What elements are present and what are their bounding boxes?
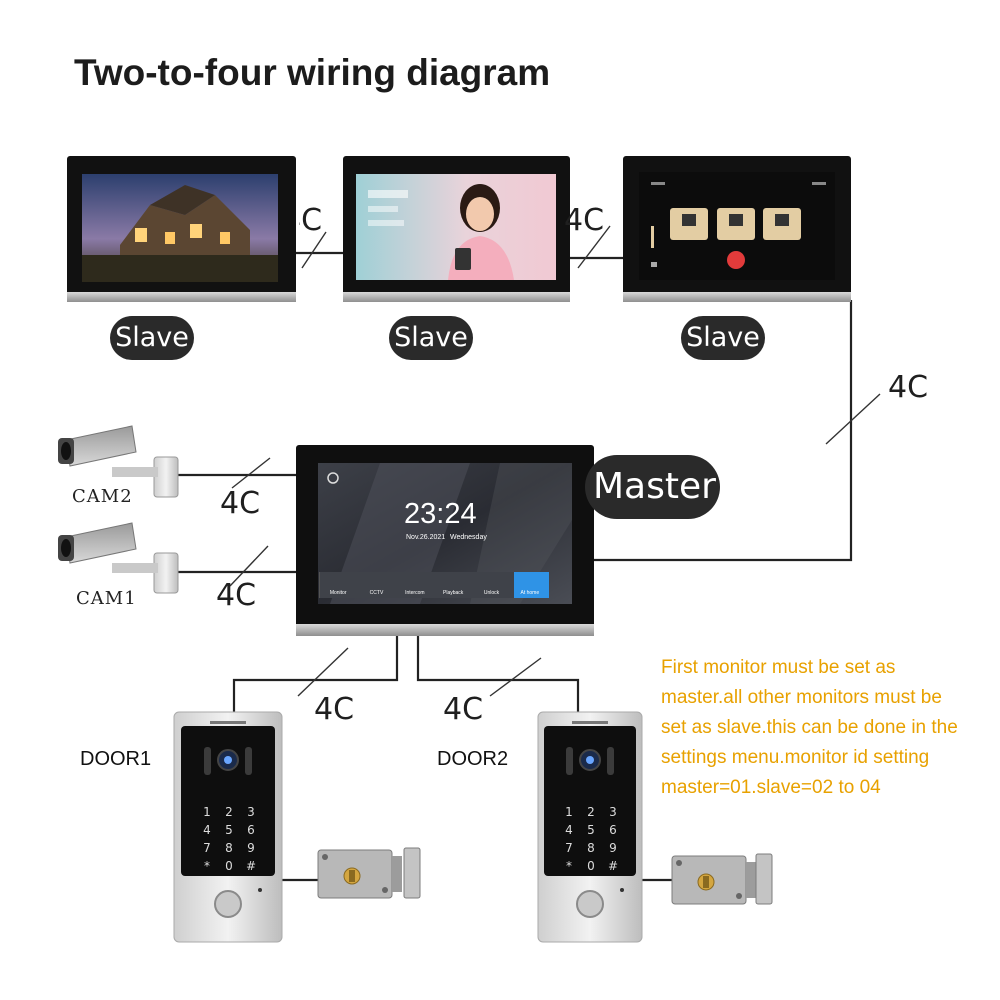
slave-pill-3: Slave (681, 316, 765, 360)
master-menu-item: CCTV (369, 590, 384, 596)
door-station-2 (537, 711, 643, 943)
slave-monitor-1 (67, 156, 296, 302)
note-line-2: master.all other monitors must be (661, 687, 942, 708)
diagram-title: Two-to-four wiring diagram (74, 52, 551, 93)
keypad-key: 5 (225, 823, 233, 837)
setup-note: First monitor must be set as master.all … (661, 653, 991, 803)
keypad-key: 9 (247, 841, 255, 855)
master-pill: Master (585, 455, 720, 519)
master-menu-item: Unlock (483, 590, 500, 596)
wire-label-cam2: 4C (220, 486, 261, 521)
wire-label-slave2-slave3: 4C (564, 203, 605, 238)
keypad-key: 9 (609, 841, 617, 855)
keypad-key: 4 (565, 823, 573, 837)
slave-pill-1: Slave (110, 316, 194, 360)
wire-label-door2: 4C (443, 692, 484, 727)
keypad-key: 2 (587, 805, 595, 819)
note-line-1: First monitor must be set as (661, 657, 896, 678)
keypad-key: * (204, 859, 210, 873)
keypad-key: 6 (609, 823, 617, 837)
master-menu-item: Playback (443, 590, 464, 596)
keypad-key: 1 (565, 805, 573, 819)
wire-slave3-master (594, 300, 853, 562)
keypad-key: 7 (203, 841, 211, 855)
wire-label-slave1-slave2: 4C (282, 203, 323, 238)
keypad-key: 0 (225, 859, 233, 873)
master-monitor (296, 445, 594, 636)
wire-master-door2 (416, 636, 580, 712)
electric-lock-1 (317, 847, 421, 899)
door-station-1 (173, 711, 283, 943)
wire-label-slave3-master: 4C (888, 370, 929, 405)
master-time: 23:24 (404, 498, 477, 530)
keypad-key: 8 (225, 841, 233, 855)
master-menu-item: Intercom (405, 590, 425, 596)
camera-cam2 (58, 425, 179, 498)
door1-label: DOOR1 (80, 748, 152, 770)
slave-monitor-2 (343, 156, 570, 302)
cam2-label: CAM2 (72, 486, 133, 507)
master-date: Nov.26.2021 (406, 534, 446, 541)
keypad-key: 7 (565, 841, 573, 855)
keypad-key: # (245, 859, 257, 873)
master-menu-item: At home (520, 590, 540, 596)
keypad-key: 3 (609, 805, 617, 819)
cam1-label: CAM1 (76, 588, 137, 609)
note-line-3: set as slave.this can be done in the (661, 717, 958, 738)
keypad-key: 2 (225, 805, 233, 819)
wire-label-door1: 4C (314, 692, 355, 727)
electric-lock-2 (671, 853, 773, 905)
camera-cam1 (58, 522, 179, 594)
keypad-key: 5 (587, 823, 595, 837)
keypad-key: 1 (203, 805, 211, 819)
keypad-key: 4 (203, 823, 211, 837)
slave-pill-2: Slave (389, 316, 473, 360)
keypad-key: 3 (247, 805, 255, 819)
master-menu-bar: Monitor CCTV Intercom Playback Unlock At home (319, 590, 549, 596)
keypad-key: * (566, 859, 572, 873)
keypad-key: 0 (587, 859, 595, 873)
wire-ticks (229, 225, 881, 697)
keypad-key: # (607, 859, 619, 873)
note-line-5: master=01.slave=02 to 04 (661, 777, 881, 798)
master-weekday: Wednesday (450, 534, 487, 541)
master-menu-item: Monitor (329, 590, 347, 596)
keypad-key: 6 (247, 823, 255, 837)
wire-label-cam1: 4C (216, 578, 257, 613)
keypad-key: 8 (587, 841, 595, 855)
note-line-4: settings menu.monitor id setting (661, 747, 930, 768)
door2-label: DOOR2 (437, 748, 509, 770)
slave-monitor-3 (623, 156, 851, 302)
